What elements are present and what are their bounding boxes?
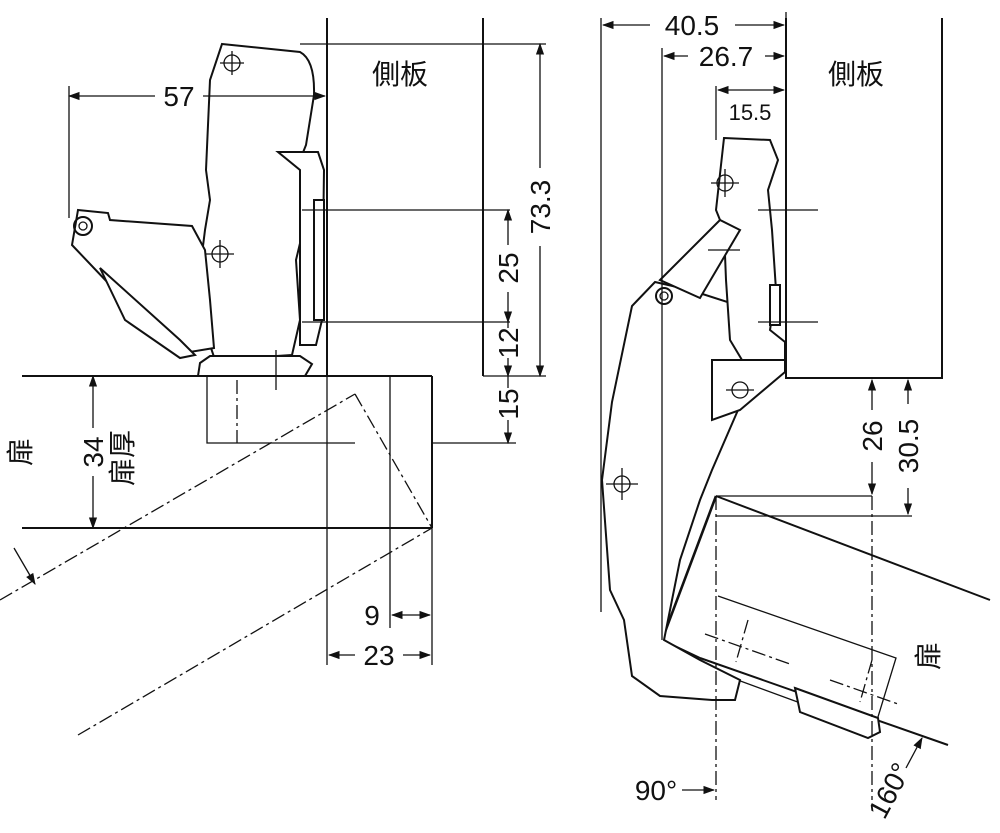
left-view: 57 73.3 25 12 15 34 <box>0 18 556 736</box>
angle-90-label: 90° <box>635 775 677 806</box>
angle-160-label: 160° <box>862 758 917 824</box>
dim-9-label: 9 <box>364 600 380 631</box>
dim-40-5-label: 40.5 <box>665 10 720 41</box>
left-side-panel-label: 側板 <box>372 58 428 91</box>
dim-73-3: 73.3 <box>525 42 556 378</box>
angle-160: 160° <box>862 736 923 824</box>
right-door-label: 扉 <box>912 642 945 670</box>
dim-12-label: 12 <box>493 327 524 358</box>
left-side-panel <box>326 18 484 376</box>
dim-15-5: 15.5 <box>716 85 786 125</box>
dim-26-7: 26.7 <box>662 41 786 72</box>
right-screw-low <box>726 381 754 399</box>
dim-26-label: 26 <box>857 420 888 451</box>
dim-30-5: 30.5 <box>893 378 924 516</box>
dim-26: 26 <box>857 378 888 496</box>
right-door <box>660 495 991 746</box>
dim-15-label: 15 <box>493 388 524 419</box>
left-door-label: 扉 <box>4 438 37 466</box>
dim-15-5-label: 15.5 <box>729 100 772 125</box>
dim-23: 23 <box>327 640 432 671</box>
angle-90: 90° <box>635 775 716 806</box>
dim-25: 25 <box>493 208 524 324</box>
dim-73-3-label: 73.3 <box>525 180 556 235</box>
left-screw-mid <box>206 240 234 268</box>
dim-25-label: 25 <box>493 252 524 283</box>
dim-34: 34 <box>78 374 109 530</box>
dim-30-5-label: 30.5 <box>893 419 924 474</box>
right-side-panel-label: 側板 <box>828 58 884 91</box>
right-screw-door <box>606 468 638 500</box>
right-hinge-arm <box>600 136 818 701</box>
left-screw-top <box>220 51 244 75</box>
dim-9: 9 <box>364 600 432 631</box>
left-hinge-arm <box>70 42 326 390</box>
left-door-thickness-label: 扉厚 <box>106 430 139 486</box>
right-view: 40.5 26.7 15.5 26 30.5 90° <box>600 10 991 824</box>
left-screw-arm <box>73 216 93 236</box>
right-screw-arm <box>655 287 673 305</box>
dim-34-label: 34 <box>78 436 109 467</box>
dim-40-5: 40.5 <box>601 10 786 41</box>
dim-23-label: 23 <box>363 640 394 671</box>
dim-12: 12 <box>493 322 524 378</box>
dim-26-7-label: 26.7 <box>699 41 754 72</box>
right-screw-top <box>711 169 739 197</box>
dim-15: 15 <box>493 376 524 445</box>
dim-57-label: 57 <box>163 81 194 112</box>
right-side-panel <box>785 18 943 379</box>
dim-57: 57 <box>67 81 327 112</box>
